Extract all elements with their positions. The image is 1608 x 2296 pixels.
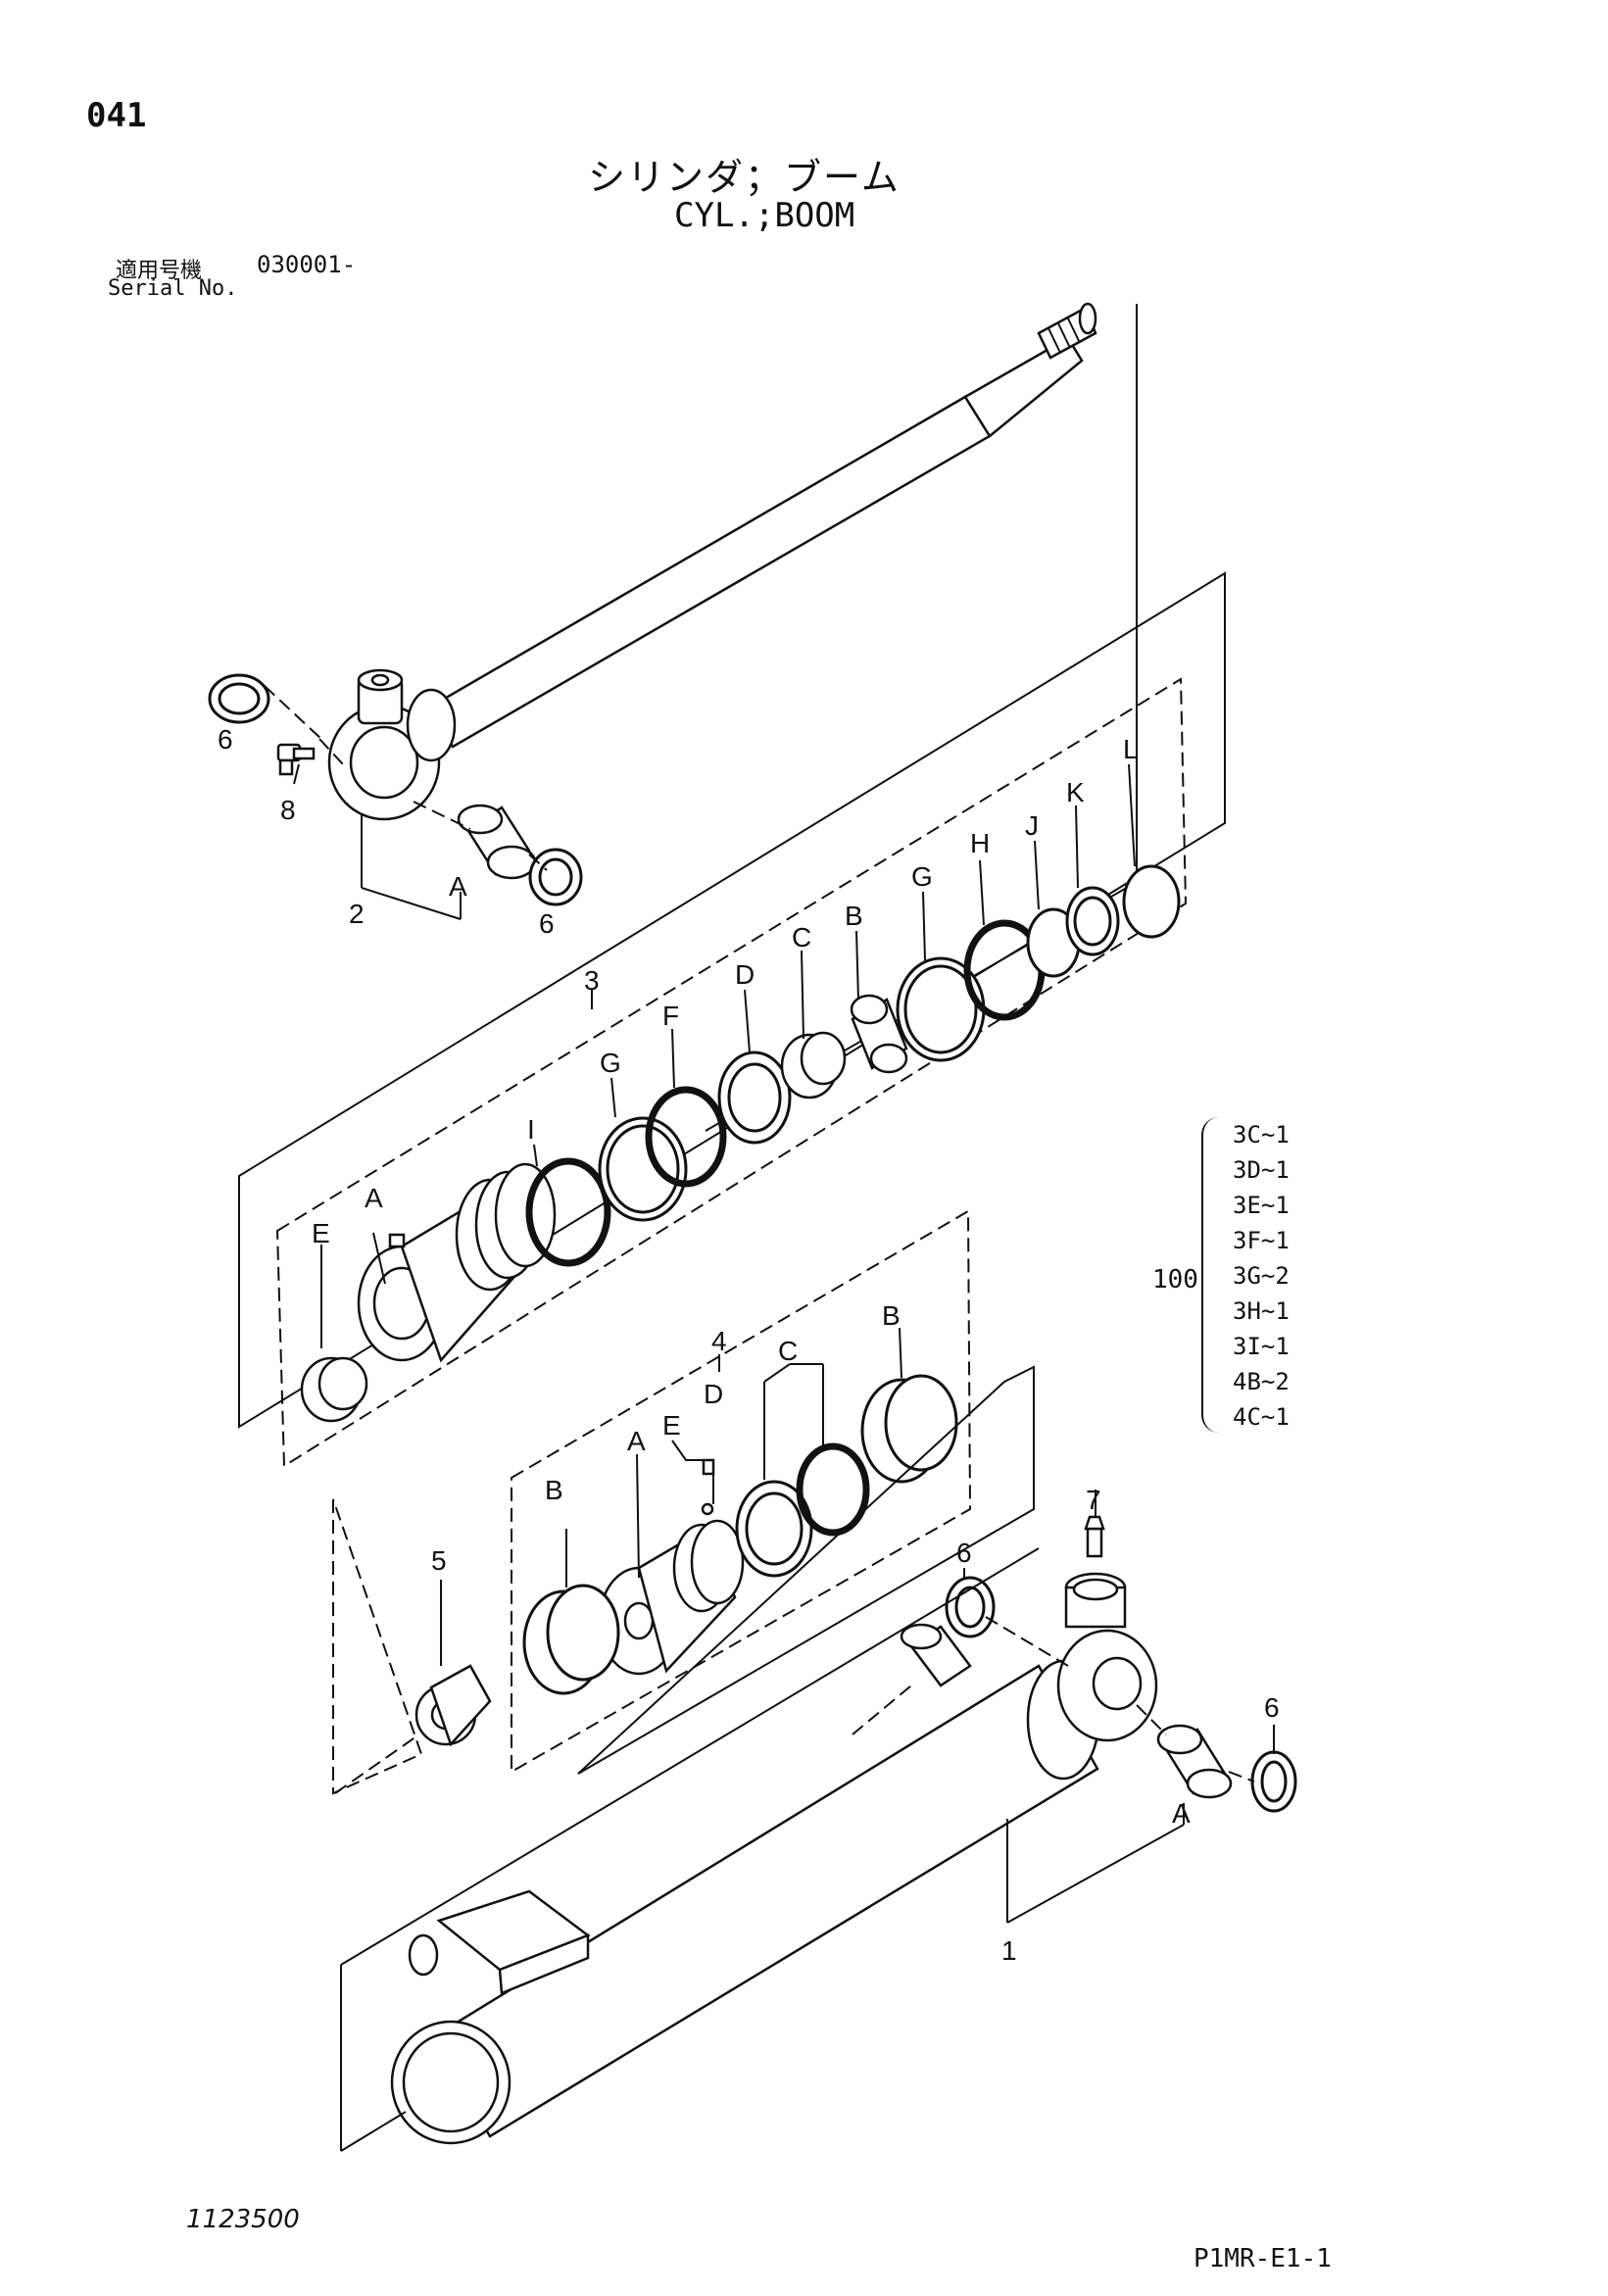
ring-C-part4-inner xyxy=(745,1491,804,1566)
ring-F xyxy=(645,1086,727,1188)
kit-item: 3G~2 xyxy=(1233,1262,1290,1290)
ring-B-part4-right xyxy=(860,1374,958,1484)
callout-3-H: H xyxy=(970,828,990,858)
ring-K-inner xyxy=(1073,896,1112,947)
callout-3-E: E xyxy=(312,1218,330,1248)
callout-3-G-left: G xyxy=(600,1048,621,1078)
callout-2: 2 xyxy=(349,899,365,929)
callout-3-K: K xyxy=(1066,777,1085,807)
callout-3: 3 xyxy=(584,965,600,996)
callout-4-E: E xyxy=(662,1410,681,1441)
serial-label-japanese: 適用号機 xyxy=(116,259,203,283)
piston-rod xyxy=(427,302,1097,749)
grease-fitting-8 xyxy=(276,743,316,776)
kit-item: 3C~1 xyxy=(1233,1121,1290,1148)
cylinder-bottom-eye xyxy=(1056,1572,1158,1742)
callout-6-c: 6 xyxy=(956,1538,972,1568)
callout-3-D: D xyxy=(735,959,755,990)
callout-4: 4 xyxy=(711,1326,727,1356)
kit-quantity-label: 100 xyxy=(1152,1265,1198,1295)
ring-G-left-inner xyxy=(606,1124,680,1214)
callout-3-A: A xyxy=(365,1183,383,1213)
ring-E-part3 xyxy=(300,1356,368,1423)
callout-3-L: L xyxy=(1123,734,1139,764)
bushing-tube-A xyxy=(1156,1724,1233,1799)
callout-4-C: C xyxy=(778,1336,798,1366)
figure-number: 1123500 xyxy=(186,2205,300,2234)
callout-3-F: F xyxy=(662,1001,679,1031)
title-japanese: シリンダ；ブーム xyxy=(588,156,901,199)
group-3-box xyxy=(275,677,1188,1468)
callout-3-B: B xyxy=(845,901,863,931)
rod-eye xyxy=(327,668,457,821)
ring-C-part3 xyxy=(780,1031,847,1099)
kit-item: 3I~1 xyxy=(1233,1333,1290,1360)
kit-item: 4C~1 xyxy=(1233,1403,1290,1431)
group-4-box xyxy=(511,1209,972,1774)
serial-label-english: Serial No. xyxy=(108,276,238,301)
callout-6-b: 6 xyxy=(539,908,555,939)
callout-6-a: 6 xyxy=(218,724,233,755)
kit-item: 3F~1 xyxy=(1233,1227,1290,1254)
ring-G-right-inner xyxy=(903,964,978,1054)
ring-D-inner xyxy=(727,1062,782,1133)
set-screw-E-D xyxy=(701,1458,715,1516)
ring-I xyxy=(525,1157,611,1267)
document-code: P1MR-E1-1 xyxy=(1194,2244,1332,2273)
cylinder-tube xyxy=(390,1659,1100,2145)
dust-seal-tube-right-inner xyxy=(1260,1760,1288,1803)
callout-4-B-left: B xyxy=(545,1475,563,1505)
callout-5: 5 xyxy=(431,1545,447,1576)
callout-3-G-right: G xyxy=(911,861,933,892)
ring-B-part4-left xyxy=(522,1584,620,1695)
kit-brace xyxy=(1201,1117,1223,1433)
callout-7: 7 xyxy=(1086,1485,1101,1515)
piston-A xyxy=(357,1162,557,1363)
dust-seal-rod-right-inner xyxy=(538,857,573,897)
title-english: CYL.;BOOM xyxy=(674,196,855,235)
callout-1: 1 xyxy=(1001,1935,1017,1966)
grease-fitting-7 xyxy=(1084,1515,1105,1558)
callout-6-d: 6 xyxy=(1264,1692,1280,1723)
callout-4-B-right: B xyxy=(882,1300,901,1331)
pin-left-tube xyxy=(900,1623,972,1687)
callout-4-A: A xyxy=(627,1426,646,1456)
serial-value: 030001- xyxy=(257,251,357,278)
ring-C-part4-o xyxy=(796,1442,870,1537)
callout-3-J: J xyxy=(1025,810,1039,841)
callout-8: 8 xyxy=(280,795,296,825)
callout-4-D: D xyxy=(704,1379,723,1409)
callout-3-C: C xyxy=(792,922,811,953)
callout-3-I: I xyxy=(527,1114,535,1145)
page-code: 041 xyxy=(86,96,147,135)
dust-seal-rod-left-inner xyxy=(218,682,261,715)
callout-tube-A: A xyxy=(1172,1798,1191,1829)
bushing-5 xyxy=(414,1664,492,1747)
rod-bushing xyxy=(457,804,537,880)
piston-nut-A xyxy=(598,1519,745,1676)
dust-seal-tube-left-inner xyxy=(954,1586,986,1629)
kit-list: 3C~1 3D~1 3E~1 3F~1 3G~2 3H~1 3I~1 4B~2 … xyxy=(1233,1117,1290,1435)
kit-item: 3D~1 xyxy=(1233,1156,1290,1184)
ring-L xyxy=(1122,864,1181,939)
kit-item: 3H~1 xyxy=(1233,1297,1290,1325)
kit-item: 4B~2 xyxy=(1233,1368,1290,1395)
bushing-B-part3 xyxy=(850,994,908,1074)
callout-rod-A: A xyxy=(449,871,467,902)
kit-item: 3E~1 xyxy=(1233,1192,1290,1219)
